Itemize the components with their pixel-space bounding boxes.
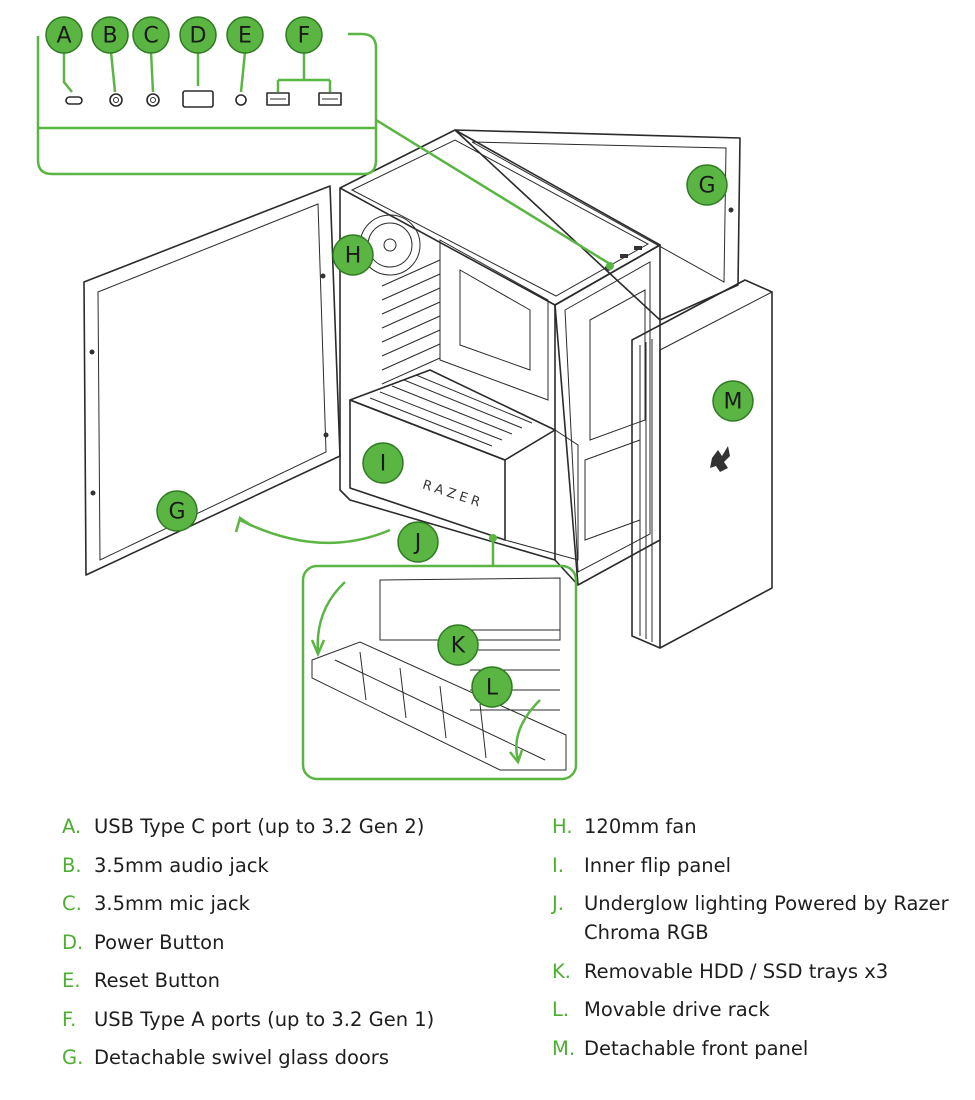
chassis: RAZER <box>339 129 661 586</box>
callout-g-right: G <box>686 164 728 206</box>
legend-text: 3.5mm audio jack <box>94 853 269 877</box>
legend-letter: K. <box>552 959 571 983</box>
callout-a: A <box>45 16 83 54</box>
callout-label: H <box>345 244 362 269</box>
legend-item-b: B. 3.5mm audio jack <box>62 851 502 880</box>
legend-text: Removable HDD / SSD trays x3 <box>584 959 889 983</box>
callout-k: K <box>437 624 479 666</box>
callout-h: H <box>332 234 374 276</box>
legend-item-m: M. Detachable front panel <box>552 1034 962 1063</box>
legend-item-f: F. USB Type A ports (up to 3.2 Gen 1) <box>62 1005 502 1034</box>
audio-jack-icon <box>109 93 123 107</box>
legend-text: 120mm fan <box>584 815 697 838</box>
callout-label: F <box>298 24 311 49</box>
power-button-icon <box>182 90 214 108</box>
legend-letter: L. <box>552 998 570 1021</box>
callout-d: D <box>179 16 217 54</box>
legend-text: USB Type A ports (up to 3.2 Gen 1) <box>94 1007 435 1031</box>
legend-text: 3.5mm mic jack <box>94 892 250 915</box>
usb-c-port-icon <box>65 96 83 105</box>
right-glass-door <box>454 129 741 321</box>
callout-label: D <box>190 24 207 49</box>
callout-b: B <box>91 16 129 54</box>
legend-letter: M. <box>552 1036 576 1060</box>
legend-item-e: E. Reset Button <box>62 966 502 995</box>
legend-item-d: D. Power Button <box>62 928 502 957</box>
callout-i: I <box>362 442 404 484</box>
legend-letter: G. <box>62 1046 84 1069</box>
callout-label: I <box>380 452 387 477</box>
legend-text: Detachable swivel glass doors <box>94 1046 389 1069</box>
front-io-inset <box>36 32 614 270</box>
legend-letter: D. <box>62 930 84 954</box>
callout-f: F <box>285 16 323 54</box>
legend-item-i: I. Inner flip panel <box>552 851 962 880</box>
left-glass-door <box>83 185 341 576</box>
callout-label: E <box>238 24 252 49</box>
legend-letter: B. <box>62 853 82 877</box>
razer-logo-icon <box>710 446 730 472</box>
legend-item-j: J. Underglow lighting Powered by Razer C… <box>552 889 962 947</box>
legend-text: USB Type C port (up to 3.2 Gen 2) <box>94 815 425 838</box>
legend-text: Movable drive rack <box>584 998 770 1021</box>
callout-label: K <box>451 634 466 659</box>
callout-label: L <box>486 676 499 701</box>
drive-rack-detail <box>301 564 578 781</box>
callout-label: G <box>168 500 185 525</box>
callout-l: L <box>471 666 513 708</box>
front-panel <box>631 279 773 649</box>
case-diagram: RAZER <box>36 16 773 781</box>
legend-left-column: A. USB Type C port (up to 3.2 Gen 2) B. … <box>62 812 502 1082</box>
legend-letter: A. <box>62 815 82 838</box>
legend-text: Power Button <box>94 930 225 954</box>
callout-j: J <box>397 521 439 563</box>
legend-text: Underglow lighting Powered by Razer Chro… <box>584 892 949 944</box>
mic-jack-icon <box>146 93 160 107</box>
legend-letter: C. <box>62 892 82 915</box>
legend-item-a: A. USB Type C port (up to 3.2 Gen 2) <box>62 812 502 841</box>
legend-item-c: C. 3.5mm mic jack <box>62 889 502 918</box>
legend-item-g: G. Detachable swivel glass doors <box>62 1043 502 1072</box>
callout-label: B <box>102 24 117 49</box>
usb-a-port-icon <box>318 92 342 106</box>
callout-label: J <box>413 531 422 556</box>
callout-c: C <box>132 16 170 54</box>
callout-e: E <box>226 16 264 54</box>
callout-label: M <box>724 390 743 415</box>
legend-letter: H. <box>552 815 573 838</box>
reset-button-icon <box>235 94 247 106</box>
callout-label: G <box>698 174 715 199</box>
callout-label: A <box>56 24 71 49</box>
legend-text: Inner flip panel <box>584 853 732 877</box>
legend-item-l: L. Movable drive rack <box>552 995 962 1024</box>
legend-letter: E. <box>62 969 81 992</box>
psu-brand-label: RAZER <box>421 478 486 512</box>
usb-a-port-icon <box>266 92 290 106</box>
legend-text: Detachable front panel <box>584 1036 809 1060</box>
legend-text: Reset Button <box>94 969 220 992</box>
callout-m: M <box>712 380 754 422</box>
callout-label: C <box>143 24 158 49</box>
legend-right-column: H. 120mm fan I. Inner flip panel J. Unde… <box>552 812 962 1072</box>
legend-item-h: H. 120mm fan <box>552 812 962 841</box>
callout-g-left: G <box>156 490 198 532</box>
legend-letter: F. <box>62 1007 77 1031</box>
legend-item-k: K. Removable HDD / SSD trays x3 <box>552 957 962 986</box>
legend-letter: I. <box>552 853 564 877</box>
legend-letter: J. <box>552 892 564 915</box>
